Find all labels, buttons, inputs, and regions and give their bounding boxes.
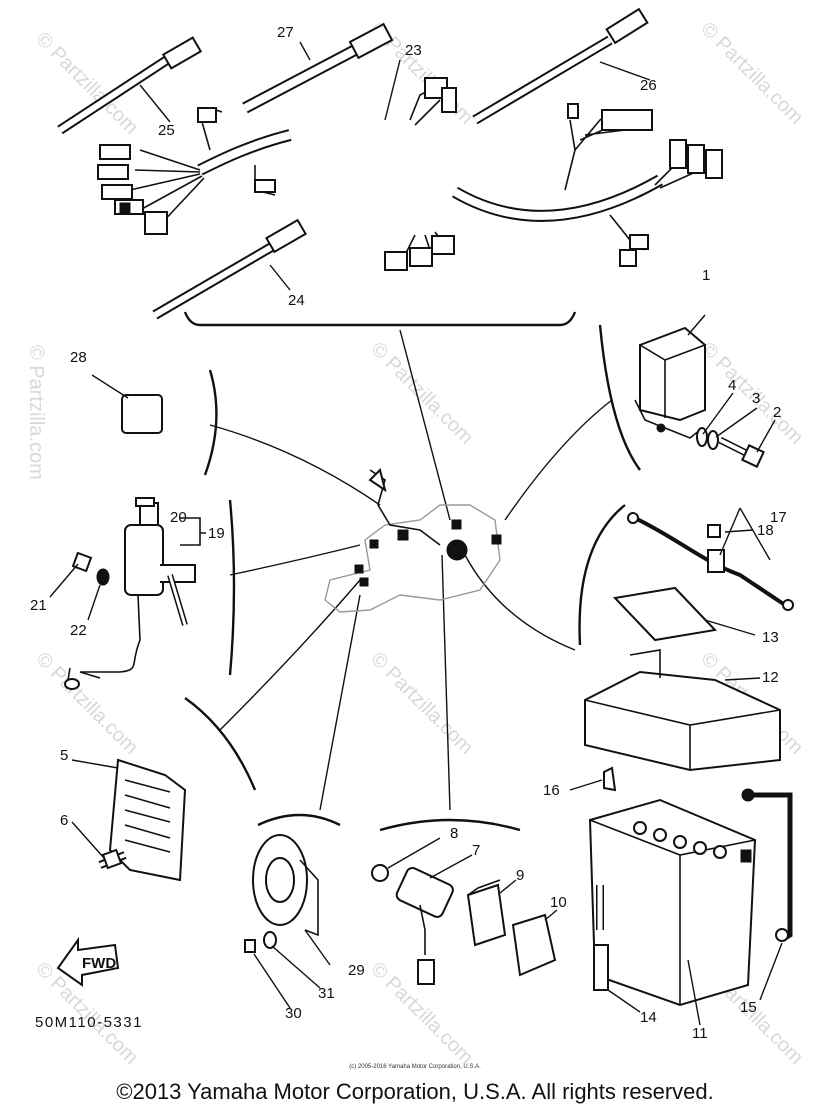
callout-29: 29 xyxy=(348,962,365,979)
battery-cable-drawing xyxy=(627,507,794,611)
callout-4: 4 xyxy=(728,377,736,394)
part-28-drawing xyxy=(121,394,163,434)
callout-27: 27 xyxy=(277,24,294,41)
callout-26: 26 xyxy=(640,77,657,94)
battery-drawing xyxy=(588,798,757,1026)
fwd-label: FWD xyxy=(82,955,116,972)
callout-3: 3 xyxy=(752,390,760,407)
callout-23: 23 xyxy=(405,42,422,59)
callout-22: 22 xyxy=(70,622,87,639)
callout-28: 28 xyxy=(70,349,87,366)
callout-9: 9 xyxy=(516,867,524,884)
callout-20: 20 xyxy=(170,509,187,526)
callout-10: 10 xyxy=(550,894,567,911)
callout-7: 7 xyxy=(472,842,480,859)
callout-5: 5 xyxy=(60,747,68,764)
watermark: © Partzilla.com xyxy=(366,648,477,759)
callout-6: 6 xyxy=(60,812,68,829)
main-switch-drawing xyxy=(49,497,206,690)
callout-15: 15 xyxy=(740,999,757,1016)
small-copyright: (c) 2005-2016 Yamaha Motor Corporation, … xyxy=(349,1064,481,1070)
callout-1: 1 xyxy=(702,267,710,284)
part-13-drawing xyxy=(612,586,718,642)
callout-21: 21 xyxy=(30,597,47,614)
callout-8: 8 xyxy=(450,825,458,842)
frame-sketch xyxy=(324,468,502,613)
straps-drawing xyxy=(57,7,649,320)
callout-18: 18 xyxy=(757,522,774,539)
watermark: © Partzilla.com xyxy=(25,345,47,480)
callout-19: 19 xyxy=(208,525,225,542)
callout-25: 25 xyxy=(158,122,175,139)
copyright-footer: ©2013 Yamaha Motor Corporation, U.S.A. A… xyxy=(116,1079,714,1104)
watermark: © Partzilla.com xyxy=(31,648,142,759)
group-brackets xyxy=(183,311,641,832)
callout-11: 11 xyxy=(692,1025,708,1042)
horn-drawing xyxy=(244,834,331,1009)
fwd-arrow: FWD xyxy=(56,936,120,987)
callout-12: 12 xyxy=(762,669,779,686)
callout-30: 30 xyxy=(285,1005,302,1022)
callout-17: 17 xyxy=(770,509,787,526)
battery-cover-drawing xyxy=(584,649,781,772)
callout-16: 16 xyxy=(543,782,560,799)
part-1-drawing xyxy=(634,314,776,468)
harness-leaders xyxy=(139,41,651,291)
wire-harness-drawing xyxy=(97,77,723,271)
callout-labels: 1 2 3 4 5 6 7 8 9 10 11 12 13 14 15 16 1… xyxy=(30,24,787,1042)
callout-14: 14 xyxy=(640,1009,657,1026)
callout-24: 24 xyxy=(288,292,305,309)
regulator-drawing xyxy=(71,758,187,882)
callout-31: 31 xyxy=(318,985,335,1002)
callout-13: 13 xyxy=(762,629,779,646)
relay-group-drawing xyxy=(371,837,558,985)
callout-2: 2 xyxy=(773,404,781,421)
watermark: © Partzilla.com xyxy=(696,18,807,129)
drawing-code: 50M110-5331 xyxy=(35,1014,143,1031)
battery-parts-drawing xyxy=(569,766,793,1013)
watermark: © Partzilla.com xyxy=(366,338,477,449)
